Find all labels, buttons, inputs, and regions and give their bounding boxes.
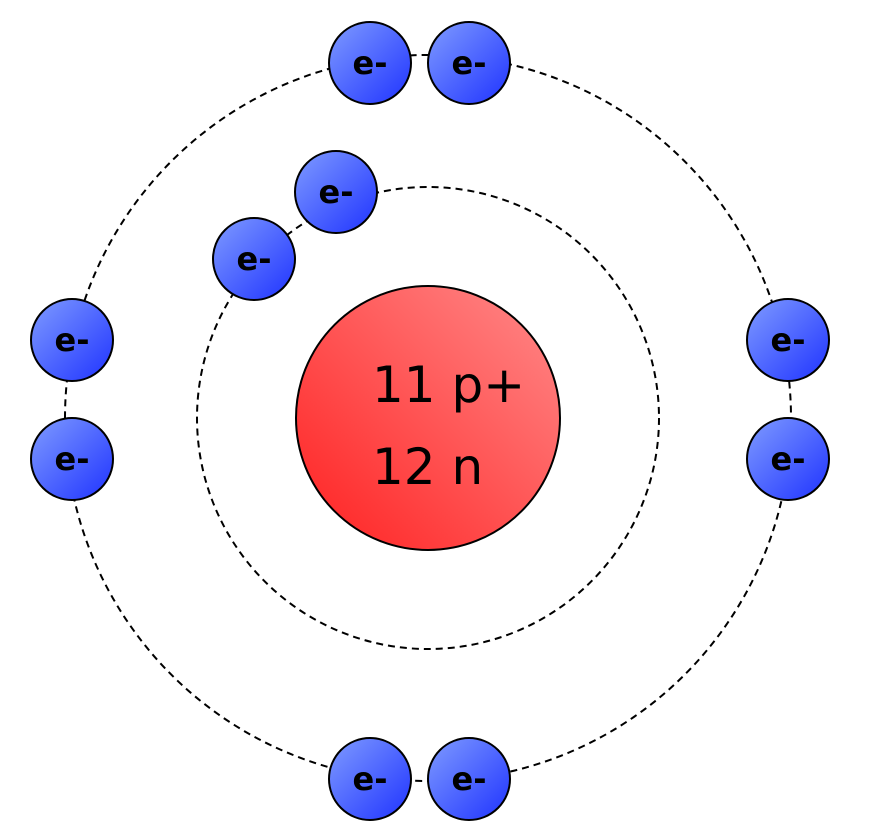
electron: e- xyxy=(746,298,830,382)
outer-shell-electrons: e- e- e- e- e- e- e- e- xyxy=(30,21,830,821)
nucleus-protons-label: 11 p+ xyxy=(372,356,525,414)
inner-shell-electrons: e- e- xyxy=(212,150,378,301)
nucleus: 11 p+ 12 n xyxy=(295,285,561,551)
electron: e- xyxy=(294,150,378,234)
electron: e- xyxy=(30,298,114,382)
electron: e- xyxy=(427,21,511,105)
electron-label: e- xyxy=(319,173,354,211)
electron-label: e- xyxy=(55,440,90,478)
electron: e- xyxy=(427,737,511,821)
nucleus-circle xyxy=(295,285,561,551)
electron-label: e- xyxy=(353,44,388,82)
electron-label: e- xyxy=(237,240,272,278)
electron: e- xyxy=(746,417,830,501)
electron-label: e- xyxy=(452,44,487,82)
electron-label: e- xyxy=(452,760,487,798)
electron: e- xyxy=(30,417,114,501)
electron: e- xyxy=(328,737,412,821)
nucleus-neutrons-label: 12 n xyxy=(372,438,483,496)
electron-label: e- xyxy=(771,321,806,359)
electron: e- xyxy=(328,21,412,105)
electron-label: e- xyxy=(55,321,90,359)
electron: e- xyxy=(212,217,296,301)
electron-label: e- xyxy=(353,760,388,798)
electron-label: e- xyxy=(771,440,806,478)
inner-electron-shell xyxy=(196,186,660,650)
